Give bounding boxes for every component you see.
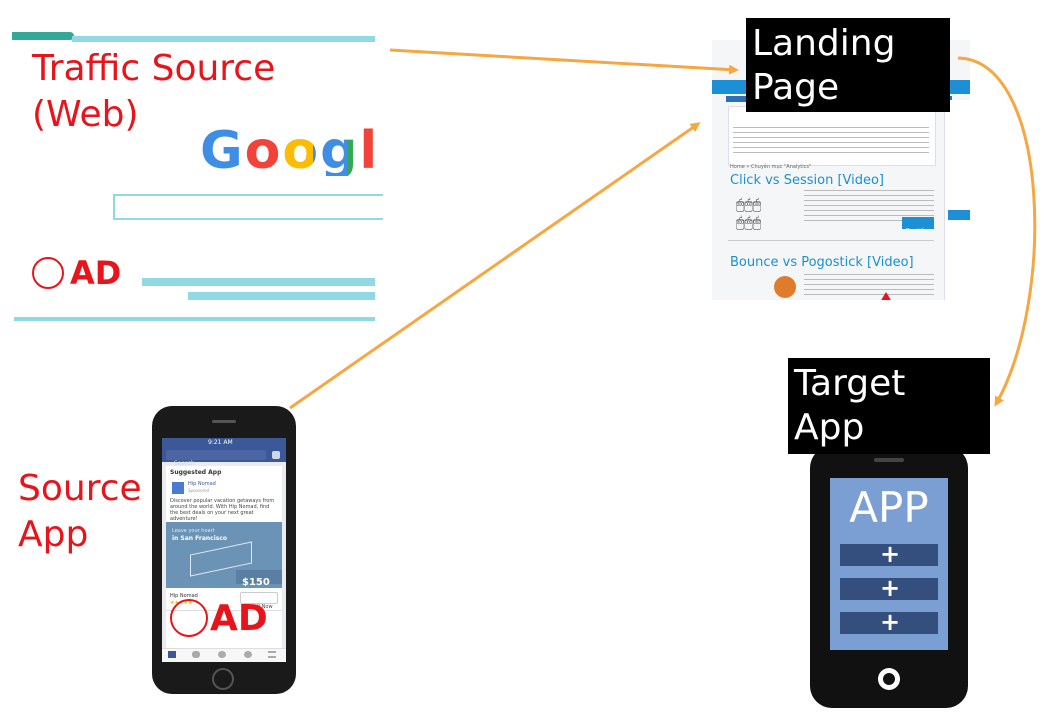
arrow-web-to-landing bbox=[389, 48, 739, 75]
search-bar[interactable]: Search bbox=[162, 448, 286, 467]
lp-sidebar-button[interactable] bbox=[948, 210, 970, 220]
search-box[interactable] bbox=[113, 194, 383, 220]
lp-sidebar bbox=[944, 100, 970, 300]
add-row-3[interactable]: + bbox=[840, 608, 938, 636]
app-description: Discover popular vacation getaways from … bbox=[170, 498, 275, 522]
target-phone: APP + + + bbox=[810, 446, 968, 708]
search-field[interactable]: Search bbox=[166, 450, 266, 467]
ad-banner-image: Leave your heart in San Francisco $150 bbox=[166, 522, 282, 588]
plus-icon: + bbox=[880, 540, 901, 568]
phone-home-button[interactable] bbox=[212, 668, 234, 690]
target-screen: APP + + + bbox=[830, 478, 948, 650]
lp-basketball-icon bbox=[774, 276, 796, 298]
source-app-ad-label: AD bbox=[210, 598, 268, 639]
friends-icon[interactable] bbox=[272, 451, 280, 459]
ad-circle-icon bbox=[32, 257, 64, 289]
install-button[interactable]: Install Now bbox=[240, 592, 278, 610]
banner-line-1: Leave your heart bbox=[172, 528, 215, 534]
traffic-source-label: Traffic Source (Web) bbox=[32, 48, 276, 135]
add-row-2[interactable]: + bbox=[840, 574, 938, 602]
lp-post-1-title[interactable]: Click vs Session [Video] bbox=[730, 173, 885, 188]
landing-page-label: Landing Page bbox=[746, 18, 950, 112]
plus-icon: + bbox=[880, 574, 901, 602]
arrow-landing-to-target bbox=[957, 56, 1037, 407]
tab-news-feed-icon[interactable] bbox=[168, 651, 176, 658]
logo-letters: Googl bbox=[200, 126, 375, 176]
tab-notifications-icon[interactable] bbox=[244, 651, 252, 658]
target-app-title: APP bbox=[849, 483, 929, 532]
target-app-label: Target App bbox=[788, 358, 990, 454]
lp-breadcrumb: Home » Chuyên mục "Analytics" bbox=[730, 164, 812, 170]
add-row-1[interactable]: + bbox=[840, 540, 938, 568]
tab-bar bbox=[162, 648, 286, 662]
ad-label: AD bbox=[70, 254, 122, 292]
tab-more-icon[interactable] bbox=[268, 651, 276, 658]
lp-read-more-label: Đọc tiếp » bbox=[906, 228, 932, 234]
footer-app-name: Hip Nomad bbox=[170, 593, 198, 599]
install-label: Install Now bbox=[245, 604, 273, 610]
target-speaker bbox=[874, 458, 904, 462]
traffic-source-top-accent bbox=[12, 32, 74, 40]
lp-post-1-lines bbox=[804, 186, 934, 222]
status-bar: 9:21 AM bbox=[162, 438, 286, 448]
target-home-button[interactable] bbox=[878, 668, 900, 690]
price-tag: $150 bbox=[236, 570, 282, 588]
app-icon bbox=[172, 482, 184, 494]
app-name: Hip Nomad bbox=[188, 481, 216, 487]
lp-post-2-lines bbox=[804, 270, 934, 298]
traffic-source-bottom-bar bbox=[14, 317, 375, 321]
lp-red-marker-icon bbox=[880, 292, 892, 300]
lp-divider bbox=[728, 240, 934, 241]
lp-intro-box bbox=[728, 106, 936, 166]
ad-result-bar-2 bbox=[188, 292, 375, 300]
banner-line-2: in San Francisco bbox=[172, 535, 228, 542]
price-label: $150 bbox=[242, 577, 270, 588]
tab-messenger-icon[interactable] bbox=[218, 651, 226, 658]
plus-icon: + bbox=[880, 608, 901, 636]
tab-requests-icon[interactable] bbox=[192, 651, 200, 658]
search-placeholder: Search bbox=[174, 460, 195, 467]
sponsored-label: Sponsored bbox=[188, 488, 210, 493]
lp-read-more-button[interactable]: Đọc tiếp » bbox=[902, 217, 934, 234]
lp-cursor-icons: 🖱🖱🖱🖱🖱🖱 bbox=[736, 197, 762, 231]
search-engine-logo: Googl bbox=[200, 126, 375, 176]
arrow-app-to-landing bbox=[289, 122, 701, 410]
source-app-ad-circle-icon bbox=[170, 599, 208, 637]
source-app-label: Source App bbox=[18, 468, 142, 555]
suggested-title: Suggested App bbox=[170, 469, 222, 476]
phone-speaker bbox=[212, 420, 236, 423]
lp-post-2-title[interactable]: Bounce vs Pogostick [Video] bbox=[730, 255, 914, 270]
ad-result-bar-1 bbox=[142, 278, 375, 286]
card-divider bbox=[166, 610, 282, 611]
lp-intro-lines bbox=[733, 123, 929, 157]
traffic-source-panel: Traffic Source (Web) Googl AD bbox=[10, 28, 383, 326]
status-time: 9:21 AM bbox=[208, 439, 233, 446]
traffic-source-top-bar bbox=[72, 36, 375, 42]
